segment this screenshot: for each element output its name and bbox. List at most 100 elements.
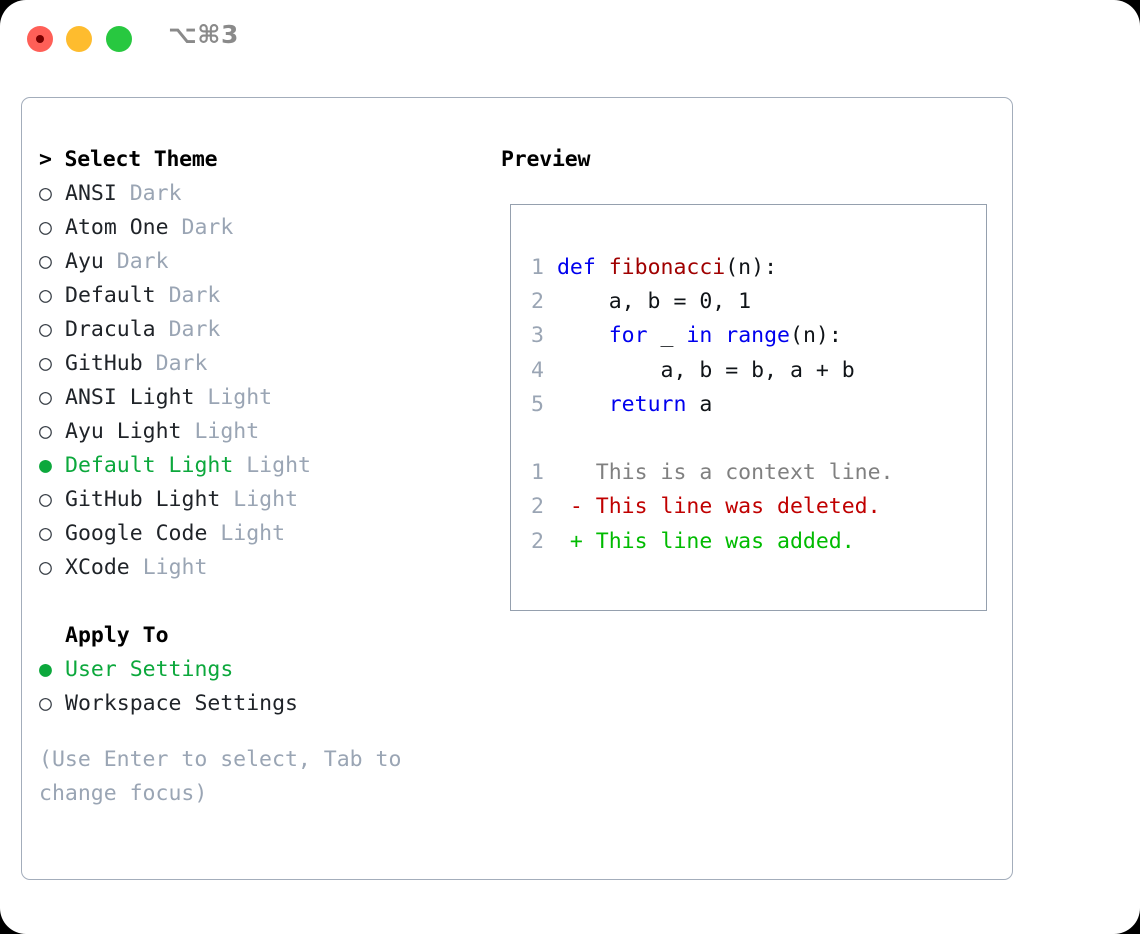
- code-token-plain: a: [686, 391, 713, 417]
- code-blank-line: [529, 422, 894, 456]
- theme-option-variant: Light: [246, 453, 311, 478]
- keyboard-hint-line-1: (Use Enter to select, Tab to: [39, 747, 402, 772]
- apply-to-option-list: ●User Settings○Workspace Settings: [39, 653, 479, 721]
- preview-column: Preview 1 def fibonacci(n):2 a, b = 0, 1…: [501, 143, 991, 611]
- label-gap: [169, 215, 182, 240]
- code-line: 5 return a: [529, 388, 894, 422]
- line-number: 3: [531, 323, 544, 349]
- radio-unselected-icon: ○: [39, 385, 52, 410]
- minimize-button[interactable]: [66, 26, 92, 52]
- code-line: 1 def fibonacci(n):: [529, 251, 894, 285]
- theme-option-variant: Dark: [168, 283, 221, 308]
- list-spacer: [39, 585, 479, 619]
- theme-option-label: Default Light: [65, 453, 234, 478]
- keyboard-hint-text: (Use Enter to select, Tab to change focu…: [39, 743, 439, 811]
- code-token-kw: return: [608, 391, 687, 417]
- line-number: 1: [531, 255, 544, 280]
- diff-marker: -: [569, 494, 596, 520]
- line-number: 2: [531, 289, 544, 315]
- theme-option[interactable]: ○GitHub Light Light: [39, 483, 479, 517]
- code-token-plain: [712, 323, 725, 348]
- gutter-gap: [544, 358, 557, 383]
- theme-option-label: Atom One: [65, 215, 169, 240]
- label-gap: [156, 317, 169, 342]
- theme-option-variant: Light: [142, 555, 208, 580]
- diff-line-ctx: 1 This is a context line.: [529, 456, 894, 490]
- theme-option-label: ANSI: [65, 181, 117, 206]
- label-gap: [220, 487, 233, 512]
- theme-option-label: ANSI Light: [65, 385, 195, 410]
- maximize-button[interactable]: [106, 26, 132, 52]
- radio-unselected-icon: ○: [39, 249, 52, 274]
- label-gap: [207, 521, 220, 546]
- preview-heading: Preview: [501, 147, 591, 172]
- line-number: 4: [531, 357, 544, 383]
- theme-option-variant: Dark: [116, 249, 169, 274]
- theme-option-label: Dracula: [65, 317, 156, 342]
- code-line: 2 a, b = 0, 1: [529, 285, 894, 319]
- select-theme-heading: > Select Theme: [39, 147, 218, 172]
- theme-option[interactable]: ○GitHub Dark: [39, 347, 479, 381]
- radio-unselected-icon: ○: [39, 419, 52, 444]
- theme-option[interactable]: ○ Ayu Dark: [39, 245, 479, 279]
- recording-indicator-icon: [36, 35, 44, 43]
- theme-option-variant: Dark: [181, 215, 234, 240]
- theme-picker-panel: > Select Theme ○ANSI Dark○Atom One Dark○…: [21, 97, 1013, 880]
- diff-text: This is a context line.: [595, 460, 894, 486]
- code-token-kw: in: [686, 323, 713, 349]
- code-token-fn: fibonacci: [608, 255, 726, 280]
- radio-unselected-icon: ○: [39, 283, 52, 308]
- theme-option[interactable]: ○ ANSI Light Light: [39, 381, 479, 415]
- apply-to-option[interactable]: ○Workspace Settings: [39, 687, 479, 721]
- theme-option[interactable]: ○Google Code Light: [39, 517, 479, 551]
- label-gap: [117, 181, 130, 206]
- gutter-gap: [544, 392, 557, 417]
- code-token-kw: for: [608, 323, 648, 349]
- label-gap: [156, 283, 169, 308]
- radio-unselected-icon: ○: [39, 317, 52, 342]
- label-gap: [130, 555, 143, 580]
- theme-option[interactable]: ○ Default Dark: [39, 279, 479, 313]
- gutter-gap: [544, 255, 557, 280]
- theme-option-variant: Light: [207, 385, 273, 410]
- radio-unselected-icon: ○: [39, 215, 52, 240]
- theme-option[interactable]: ○Ayu Light Light: [39, 415, 479, 449]
- apply-to-option[interactable]: ●User Settings: [39, 653, 479, 687]
- theme-option-label: Default: [65, 283, 156, 308]
- radio-unselected-icon: ○: [39, 351, 52, 376]
- theme-option-variant: Dark: [129, 181, 182, 206]
- code-token-plain: (n):: [790, 323, 842, 349]
- code-token-plain: [557, 323, 609, 348]
- theme-option-label: XCode: [65, 555, 130, 580]
- radio-unselected-icon: ○: [39, 691, 52, 716]
- gutter-gap: [544, 529, 570, 554]
- code-token-plain: a, b = 0, 1: [556, 289, 752, 315]
- gutter-gap: [544, 494, 570, 519]
- radio-unselected-icon: ○: [39, 521, 52, 546]
- theme-option-variant: Dark: [168, 317, 221, 342]
- label-gap: [194, 385, 207, 410]
- theme-option-label: Ayu: [65, 249, 104, 274]
- radio-unselected-icon: ○: [39, 181, 52, 206]
- theme-option-label: GitHub Light: [65, 487, 221, 512]
- theme-option[interactable]: ○ ANSI Dark: [39, 177, 479, 211]
- diff-text: This line was deleted.: [595, 494, 881, 520]
- theme-option-label: Ayu Light: [65, 419, 182, 444]
- line-number: 5: [531, 391, 544, 417]
- line-number: 1: [531, 460, 544, 486]
- gutter-gap: [544, 289, 557, 314]
- code-token-plain: a, b = b, a + b: [556, 357, 855, 383]
- theme-option[interactable]: ○ Dracula Dark: [39, 313, 479, 347]
- theme-option-variant: Light: [233, 487, 299, 512]
- theme-option[interactable]: ●Default Light Light: [39, 449, 479, 483]
- theme-option[interactable]: ○XCode Light: [39, 551, 479, 585]
- diff-marker: [570, 460, 596, 485]
- theme-option[interactable]: ○ Atom One Dark: [39, 211, 479, 245]
- label-gap: [182, 419, 195, 444]
- apply-to-option-label: User Settings: [65, 657, 234, 682]
- label-gap: [233, 453, 246, 478]
- keyboard-shortcut-label: ⌥⌘3: [168, 20, 239, 49]
- diff-line-del: 2 - This line was deleted.: [529, 490, 894, 524]
